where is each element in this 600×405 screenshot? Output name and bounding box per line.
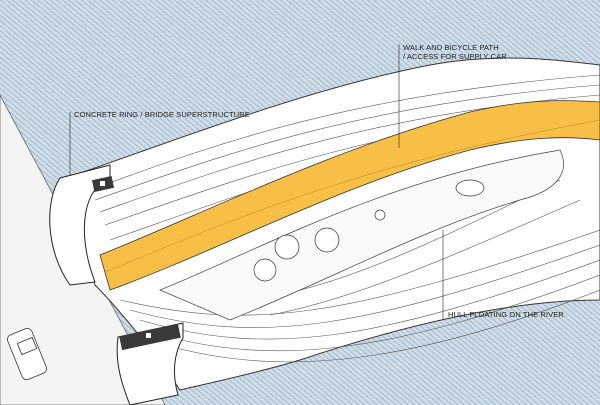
label-concrete-ring: CONCRETE RING / BRIDGE SUPERSTRUCTURE [74,110,250,119]
concrete-ring-bottom [116,322,184,405]
label-walk-path-line1: WALK AND BICYCLE PATH [403,43,499,52]
umbrellas [253,179,485,282]
leader-lines [69,44,444,320]
label-walk-path-line2: / ACCESS FOR SUPPLY CAR [403,52,507,61]
label-hull: HULL FLOATING ON THE RIVER [448,310,564,319]
concrete-ring-top [49,164,115,286]
walk-and-bicycle-path [99,100,600,291]
car [7,327,47,381]
